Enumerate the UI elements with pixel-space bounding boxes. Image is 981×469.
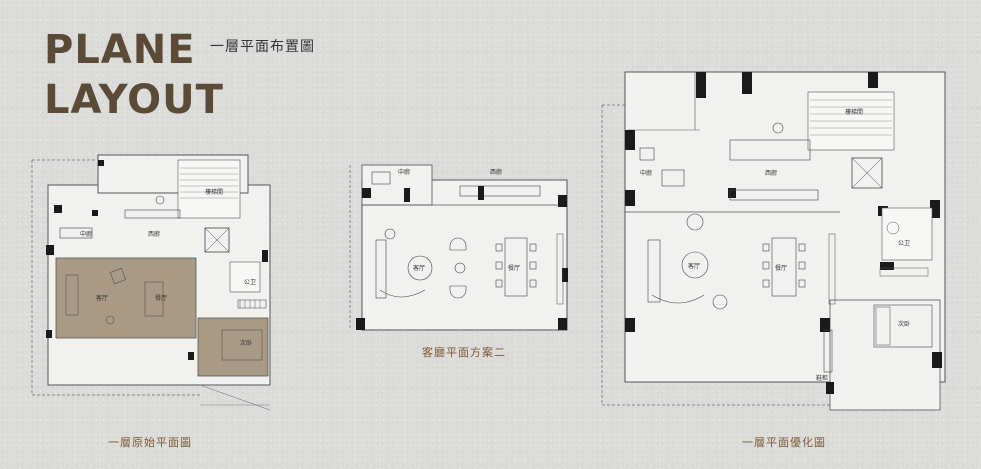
room-label-kitchen-west: 西廚 [148, 230, 160, 238]
title-plane: PLANE [44, 27, 196, 73]
room-label-bath: 公卫 [898, 240, 910, 247]
room-label-dining: 餐厅 [508, 264, 520, 272]
page-subtitle: 一層平面布置圖 [210, 39, 315, 55]
caption-option2-plan: 客廳平面方案二 [422, 346, 506, 359]
room-label-kitchen-cn: 中廚 [640, 169, 652, 177]
room-label-stair: 樓梯間 [845, 108, 863, 116]
living-dining-highlight [55, 257, 197, 339]
room-label-bath: 公卫 [244, 279, 256, 286]
room-label-kitchen-west: 西廚 [765, 169, 777, 177]
room-label-shoe-cabinet: 鞋柜 [816, 374, 828, 382]
room-label-dining: 餐厅 [775, 264, 787, 272]
room-label-stair: 樓梯間 [205, 188, 223, 196]
room-label-kitchen-cn: 中廚 [80, 230, 92, 238]
room-label-living: 客厅 [413, 264, 425, 272]
room-label-living: 客厅 [96, 294, 108, 302]
caption-original-plan: 一層原始平面圖 [108, 436, 192, 449]
room-label-dining: 餐厅 [155, 294, 167, 302]
bedroom-highlight [197, 317, 269, 377]
room-label-bedroom: 次卧 [898, 320, 910, 328]
plan-optimized: 樓梯間 中廚 西廚 客厅 餐厅 公卫 次卧 鞋柜 [601, 71, 946, 411]
room-label-kitchen-west: 西廚 [490, 168, 502, 176]
plan-original: 樓梯間 中廚 西廚 客厅 餐厅 公卫 次卧 [31, 154, 271, 411]
room-label-kitchen-cn: 中廚 [398, 168, 410, 176]
room-label-bedroom: 次卧 [240, 339, 252, 347]
title-layout: LAYOUT [44, 77, 224, 123]
caption-optimized-plan: 一層平面優化圖 [742, 436, 826, 449]
plan-option2: 中廚 西廚 客厅 餐厅 [349, 164, 568, 331]
room-label-living: 客厅 [688, 262, 700, 270]
